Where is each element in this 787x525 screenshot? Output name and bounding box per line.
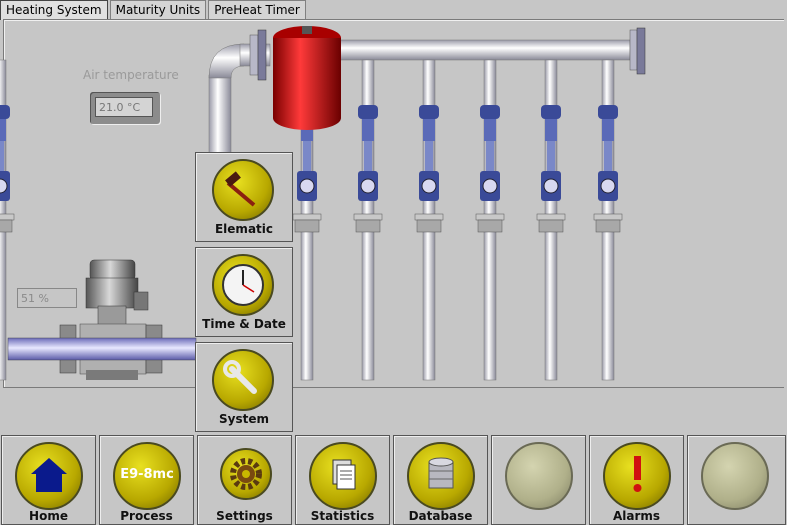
exclamation-icon bbox=[633, 456, 642, 492]
heating-diagram bbox=[0, 26, 646, 381]
time-date-label: Time & Date bbox=[202, 317, 286, 331]
bottom-toolbar: Home E9-8mc Process Settings Stati bbox=[0, 435, 787, 525]
home-icon bbox=[31, 458, 67, 492]
clock-icon bbox=[222, 264, 264, 306]
tab-preheat-timer[interactable]: PreHeat Timer bbox=[208, 0, 306, 19]
pump-percent-value: 51 % bbox=[17, 288, 77, 308]
process-label: Process bbox=[120, 509, 173, 523]
home-label: Home bbox=[29, 509, 68, 523]
database-label: Database bbox=[408, 509, 473, 523]
branch-pipes bbox=[0, 59, 623, 381]
air-temperature-value: 21.0 °C bbox=[95, 97, 153, 117]
blank-button-2[interactable] bbox=[687, 435, 786, 525]
branch bbox=[0, 59, 15, 381]
elematic-button[interactable]: Elematic bbox=[195, 152, 293, 242]
expansion-tank bbox=[273, 26, 341, 130]
alarms-label: Alarms bbox=[612, 509, 661, 523]
tab-heating-system[interactable]: Heating System bbox=[0, 0, 108, 20]
settings-circle bbox=[220, 448, 272, 500]
statistics-button[interactable]: Statistics bbox=[295, 435, 390, 525]
blank-circle-2 bbox=[701, 442, 769, 510]
home-button[interactable]: Home bbox=[1, 435, 96, 525]
hammer-icon bbox=[225, 171, 256, 207]
database-button[interactable]: Database bbox=[393, 435, 488, 525]
return-pipe bbox=[208, 29, 271, 156]
elematic-label: Elematic bbox=[214, 222, 273, 236]
air-temperature-frame: 21.0 °C bbox=[90, 92, 160, 124]
documents-icon bbox=[332, 459, 356, 490]
time-date-circle bbox=[212, 254, 274, 316]
alarms-button[interactable]: Alarms bbox=[589, 435, 684, 525]
tab-bar: Heating System Maturity Units PreHeat Ti… bbox=[0, 0, 308, 20]
home-circle bbox=[15, 442, 83, 510]
elematic-circle bbox=[212, 159, 274, 221]
blank-button-1[interactable] bbox=[491, 435, 586, 525]
gear-icon bbox=[230, 458, 262, 490]
database-icon bbox=[428, 457, 454, 489]
settings-label: Settings bbox=[216, 509, 273, 523]
process-circle: E9-8mc bbox=[113, 442, 181, 510]
settings-button[interactable]: Settings bbox=[197, 435, 292, 525]
process-icon-text: E9-8mc bbox=[120, 467, 174, 482]
blank-circle-1 bbox=[505, 442, 573, 510]
statistics-circle bbox=[309, 442, 377, 510]
system-button[interactable]: System bbox=[195, 342, 293, 432]
statistics-label: Statistics bbox=[310, 509, 375, 523]
air-temperature-label: Air temperature bbox=[83, 68, 179, 82]
alarms-circle bbox=[603, 442, 671, 510]
tab-maturity-units[interactable]: Maturity Units bbox=[109, 0, 207, 19]
time-date-button[interactable]: Time & Date bbox=[195, 247, 293, 337]
process-button[interactable]: E9-8mc Process bbox=[99, 435, 194, 525]
database-circle bbox=[407, 442, 475, 510]
wrench-icon bbox=[223, 360, 257, 394]
system-label: System bbox=[219, 412, 269, 426]
pump bbox=[7, 259, 197, 380]
system-circle bbox=[212, 349, 274, 411]
